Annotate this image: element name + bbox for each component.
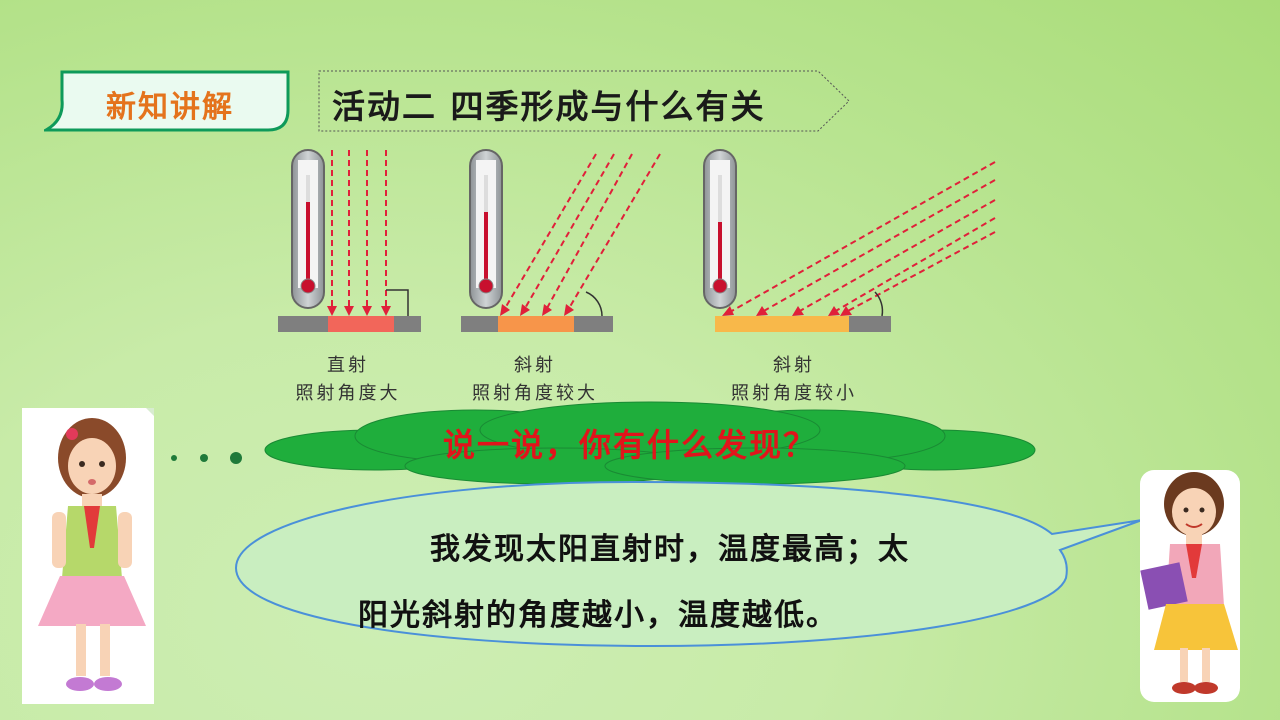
caption-line1: 直射 [327,355,369,376]
sun-angle-diagrams [278,149,996,332]
girl-right-figure [1140,472,1238,694]
girl-right-illustration [1140,470,1240,702]
section-tag-shape [44,70,290,132]
heated-area [715,316,849,332]
sun-rays [729,161,996,313]
diagram-oblique-large [461,149,661,332]
prompt-cloud-shape [264,401,1036,485]
caption-line2: 照射角度较小 [731,383,857,404]
activity-title-box: 活动二 四季形成与什么有关 [318,70,850,132]
angle-arc [585,291,603,317]
speech-line-1: 我发现太阳直射时，温度最高；太 [430,532,910,567]
activity-title: 活动二 四季形成与什么有关 [332,87,766,126]
sun-rays [503,153,661,311]
thermometer-icon [703,149,737,309]
thermometer-icon [469,149,503,309]
speech-line-2: 阳光斜射的角度越小，温度越低。 [358,598,838,633]
caption-oblique-small: 斜射 照射角度较小 [714,352,874,408]
caption-line2: 照射角度大 [295,383,401,404]
right-angle-mark [386,289,409,316]
girl-left-figure [38,408,154,691]
speech-bubble-shape [234,480,1143,648]
thermometer-icon [291,149,325,309]
section-tag-label: 新知讲解 [106,90,234,125]
girl-left-illustration [22,408,154,704]
thought-dots [171,452,242,464]
diagram-direct [278,149,421,332]
heated-area [498,316,574,332]
heated-area [328,316,394,332]
sun-rays [331,150,387,308]
ray-arrows [327,306,391,316]
caption-direct: 直射 照射角度大 [268,352,428,408]
caption-line1: 斜射 [514,355,556,376]
caption-oblique-large: 斜射 照射角度较大 [455,352,615,408]
angle-arc [874,291,884,317]
prompt-cloud-text: 说一说，你有什么发现？ [442,426,817,464]
caption-line1: 斜射 [773,355,815,376]
section-tag: 新知讲解 [44,70,292,132]
ray-arrows [500,304,574,316]
caption-line2: 照射角度较大 [472,383,598,404]
ray-arrows [722,306,852,316]
diagram-oblique-small [703,149,996,332]
